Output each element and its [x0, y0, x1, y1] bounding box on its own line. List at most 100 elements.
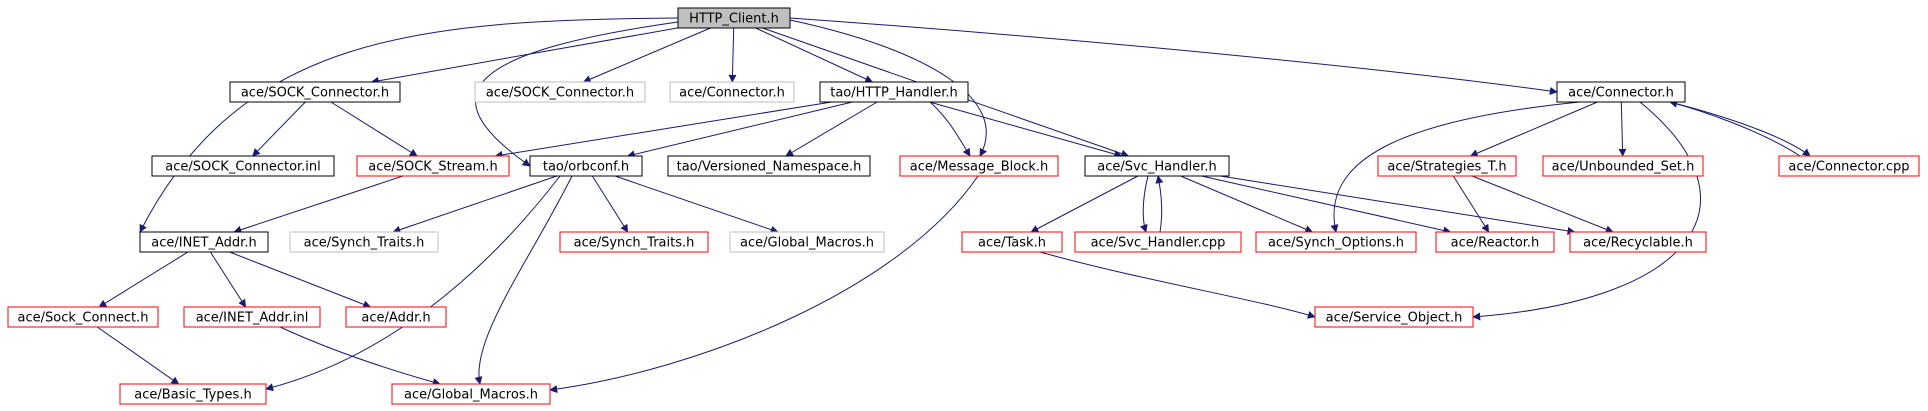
node-connector-h-ext: ace/Connector.h: [669, 81, 795, 103]
edge-http_client-to-inet_addr_h: [139, 17, 679, 233]
node-versioned-ns[interactable]: tao/Versioned_Namespace.h: [667, 155, 871, 177]
node-box: [1255, 231, 1417, 253]
node-sock-conn-inl[interactable]: ace/SOCK_Connector.inl: [151, 155, 335, 177]
node-connector-h[interactable]: ace/Connector.h: [1556, 81, 1686, 103]
node-box: [1074, 231, 1242, 253]
edge-task_h-to-service_object: [1039, 251, 1316, 319]
node-sock-connect: ace/Sock_Connect.h: [7, 306, 159, 328]
node-label: ace/Global_Macros.h: [404, 388, 538, 403]
node-box: [1435, 231, 1555, 253]
node-label: ace/Global_Macros.h: [740, 236, 874, 251]
node-box: [151, 155, 335, 177]
edge-orbconf-to-synch_traits: [591, 175, 629, 233]
edge-svc_handler_cpp-to-svc_handler: [1155, 175, 1164, 233]
node-label: ace/Unbounded_Set.h: [1552, 160, 1695, 175]
node-box: [961, 231, 1063, 253]
node-unbounded-set: ace/Unbounded_Set.h: [1542, 155, 1704, 177]
node-http-client: HTTP_Client.h: [677, 7, 791, 29]
node-synch-options: ace/Synch_Options.h: [1255, 231, 1417, 253]
edge-sock_connect-to-basic_types: [97, 326, 180, 385]
node-label: ace/Synch_Options.h: [1268, 236, 1404, 251]
node-label: ace/Synch_Traits.h: [304, 236, 425, 251]
edge-connector_h-to-connector_cpp: [1669, 101, 1811, 157]
node-box: [1556, 81, 1686, 103]
node-svc-handler-cpp: ace/Svc_Handler.cpp: [1074, 231, 1242, 253]
node-http-handler[interactable]: tao/HTTP_Handler.h: [819, 81, 969, 103]
node-reactor-h: ace/Reactor.h: [1435, 231, 1555, 253]
node-inet-addr-h[interactable]: ace/INET_Addr.h: [139, 231, 269, 253]
edge-inet_addr_h-to-inet_addr_inl: [209, 251, 247, 308]
node-box: [119, 383, 267, 405]
node-label: ace/Connector.h: [679, 86, 785, 101]
node-box: [1314, 306, 1474, 328]
edge-orbconf-to-synch_traits_ext: [392, 175, 557, 234]
edge-http_handler-to-versioned_ns: [785, 101, 878, 157]
edge-orbconf-to-global_macros_ext: [614, 175, 779, 234]
node-addr-h: ace/Addr.h: [345, 306, 447, 328]
node-strategies-t: ace/Strategies_T.h: [1377, 155, 1517, 177]
node-label: ace/Sock_Connect.h: [18, 311, 149, 326]
node-svc-handler[interactable]: ace/Svc_Handler.h: [1084, 155, 1230, 177]
edge-svc_handler-to-synch_options: [1180, 175, 1314, 233]
node-box: [1778, 155, 1920, 177]
edge-inet_addr_h-to-sock_connect: [98, 251, 189, 308]
node-label: ace/SOCK_Connector.h: [486, 86, 634, 101]
node-label: ace/INET_Addr.h: [151, 236, 256, 251]
node-box: [345, 306, 447, 328]
node-sock-stream: ace/SOCK_Stream.h: [356, 155, 510, 177]
node-box: [1542, 155, 1704, 177]
node-label: ace/Addr.h: [361, 311, 430, 326]
node-box: [229, 81, 401, 103]
edge-orbconf-to-global_macros: [474, 175, 573, 385]
node-synch-traits-ext: ace/Synch_Traits.h: [289, 231, 439, 253]
node-label: ace/Connector.h: [1568, 86, 1674, 101]
node-orbconf[interactable]: tao/orbconf.h: [529, 155, 643, 177]
node-sock-conn-h[interactable]: ace/SOCK_Connector.h: [229, 81, 401, 103]
node-connector-cpp: ace/Connector.cpp: [1778, 155, 1920, 177]
node-label: ace/Svc_Handler.h: [1097, 160, 1216, 175]
node-label: ace/Recyclable.h: [1583, 236, 1693, 251]
edge-connector_cpp-to-connector_h: [1669, 99, 1801, 157]
node-box: [899, 155, 1059, 177]
node-synch-traits: ace/Synch_Traits.h: [559, 231, 709, 253]
node-box: [1569, 231, 1707, 253]
node-label: ace/SOCK_Connector.inl: [165, 160, 321, 175]
node-label: ace/Connector.cpp: [1788, 160, 1909, 175]
edge-message_block-to-global_macros: [549, 175, 979, 394]
node-inet-addr-inl: ace/INET_Addr.inl: [183, 306, 321, 328]
edge-http_handler-to-orbconf: [626, 101, 853, 159]
edge-inet_addr_h-to-addr_h: [229, 251, 372, 309]
edge-svc_handler-to-reactor_h: [1201, 175, 1452, 235]
edge-strategies_t-to-reactor_h: [1452, 175, 1490, 233]
node-box: [667, 155, 871, 177]
nodes-layer: HTTP_Client.h ace/SOCK_Connector.h ace/SOC…: [7, 7, 1920, 405]
node-basic-types: ace/Basic_Types.h: [119, 383, 267, 405]
edge-connector_h-to-strategies_t: [1469, 101, 1598, 157]
node-box: [559, 231, 709, 253]
edge-http_client-to-orbconf: [474, 21, 679, 167]
node-box: [1084, 155, 1230, 177]
edge-http_client-to-http_handler: [755, 27, 874, 83]
node-box: [474, 81, 646, 103]
node-task-h: ace/Task.h: [961, 231, 1063, 253]
node-box: [183, 306, 321, 328]
node-box: [729, 231, 885, 253]
node-label: ace/Message_Block.h: [910, 160, 1049, 175]
node-box: [819, 81, 969, 103]
node-box: [356, 155, 510, 177]
edge-sock_stream-to-inet_addr_h: [233, 175, 404, 234]
edge-connector_h-to-unbounded_set: [1618, 101, 1627, 157]
node-label: tao/HTTP_Handler.h: [830, 86, 958, 101]
node-service-object: ace/Service_Object.h: [1314, 306, 1474, 328]
node-label: ace/SOCK_Connector.h: [241, 86, 389, 101]
node-label: ace/Synch_Traits.h: [574, 236, 695, 251]
edge-orbconf-to-basic_types: [265, 175, 561, 392]
node-global-macros-ext: ace/Global_Macros.h: [729, 231, 885, 253]
node-label: ace/INET_Addr.inl: [196, 311, 309, 326]
node-box: [669, 81, 795, 103]
node-label: tao/orbconf.h: [543, 160, 629, 175]
node-global-macros: ace/Global_Macros.h: [391, 383, 551, 405]
node-label: ace/Task.h: [978, 236, 1046, 251]
edge-http_client-to-connector_h: [789, 17, 1558, 95]
edge-sock_conn_h-to-sock_conn_inl: [252, 101, 306, 157]
